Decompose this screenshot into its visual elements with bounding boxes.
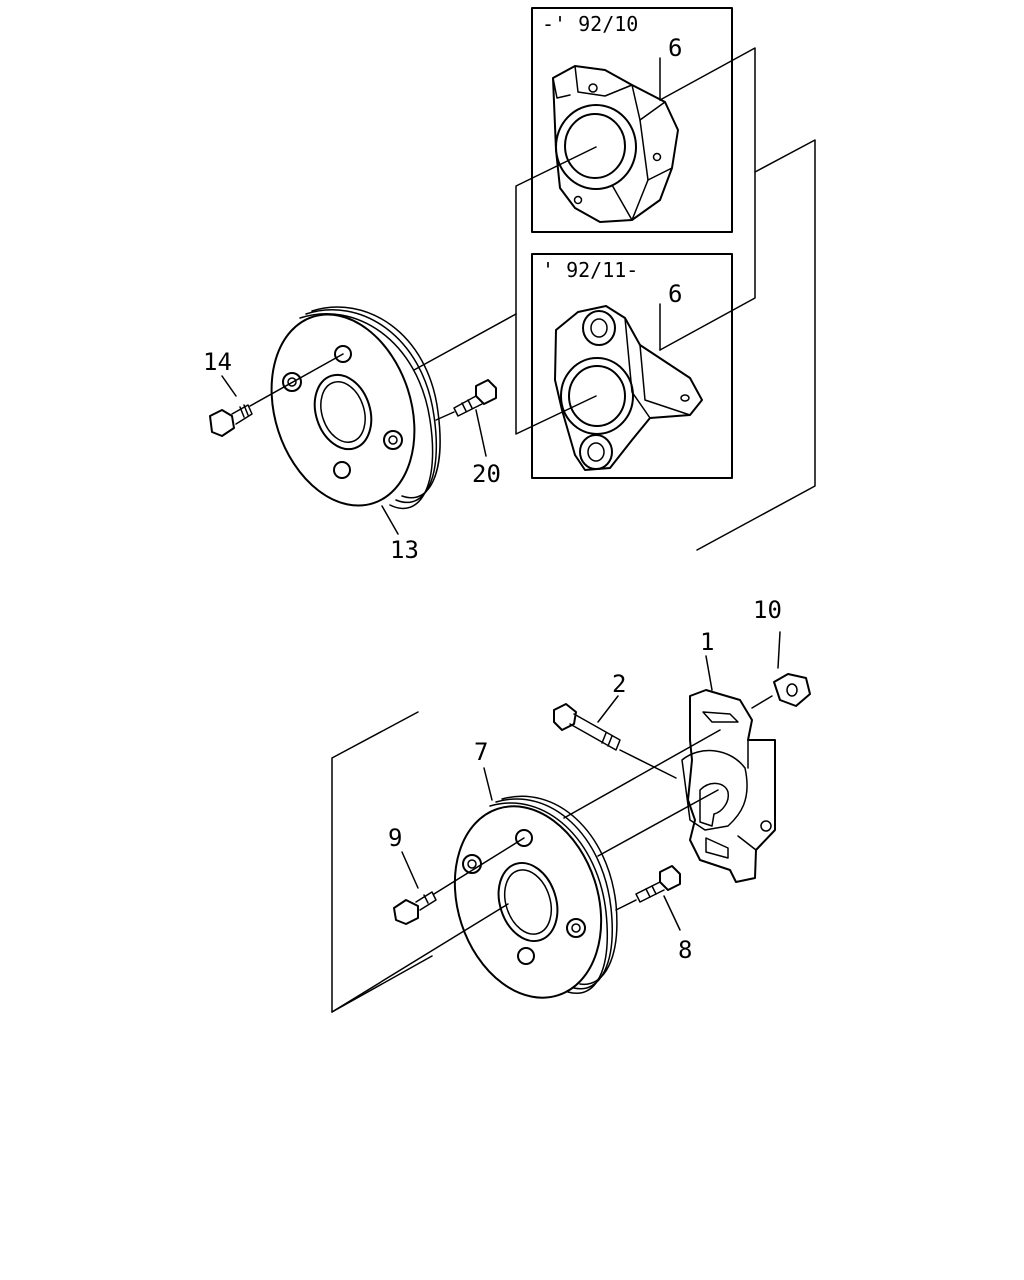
bolt-9 — [393, 891, 437, 925]
bolt-14 — [209, 404, 253, 437]
nut-10 — [773, 673, 811, 707]
callout-14: 14 — [203, 348, 232, 376]
callout-6-old: 6 — [668, 34, 682, 62]
lower-assembly-frame — [331, 711, 433, 1013]
callout-6-new: 6 — [668, 280, 682, 308]
callout-20: 20 — [472, 460, 501, 488]
lower-coupling-disc — [453, 795, 618, 999]
callout-2: 2 — [612, 670, 626, 698]
bolt-20 — [453, 379, 497, 417]
upper-coupling-disc — [270, 306, 441, 510]
variant-box-old: -' 92/10 6 — [531, 7, 733, 233]
callout-1: 1 — [700, 628, 714, 656]
flange-bearing-new — [554, 305, 703, 471]
callout-9: 9 — [388, 824, 402, 852]
callout-7: 7 — [474, 738, 488, 766]
variant-bracket-lines — [515, 47, 756, 435]
upper-disc-to-bearing-leader — [413, 313, 517, 371]
variant-box-new: ' 92/11- 6 — [531, 253, 733, 479]
upper-assembly-frame — [696, 139, 816, 551]
callout-8: 8 — [678, 936, 692, 964]
callout-13: 13 — [390, 536, 419, 564]
flange-bearing-old — [552, 65, 679, 223]
bolt-8 — [635, 865, 681, 903]
variant-new-range-label: ' 92/11- — [542, 258, 638, 282]
variant-old-range-label: -' 92/10 — [542, 12, 638, 36]
bolt-2 — [553, 703, 621, 751]
callout-10: 10 — [753, 596, 782, 624]
bracket-1 — [681, 689, 776, 883]
